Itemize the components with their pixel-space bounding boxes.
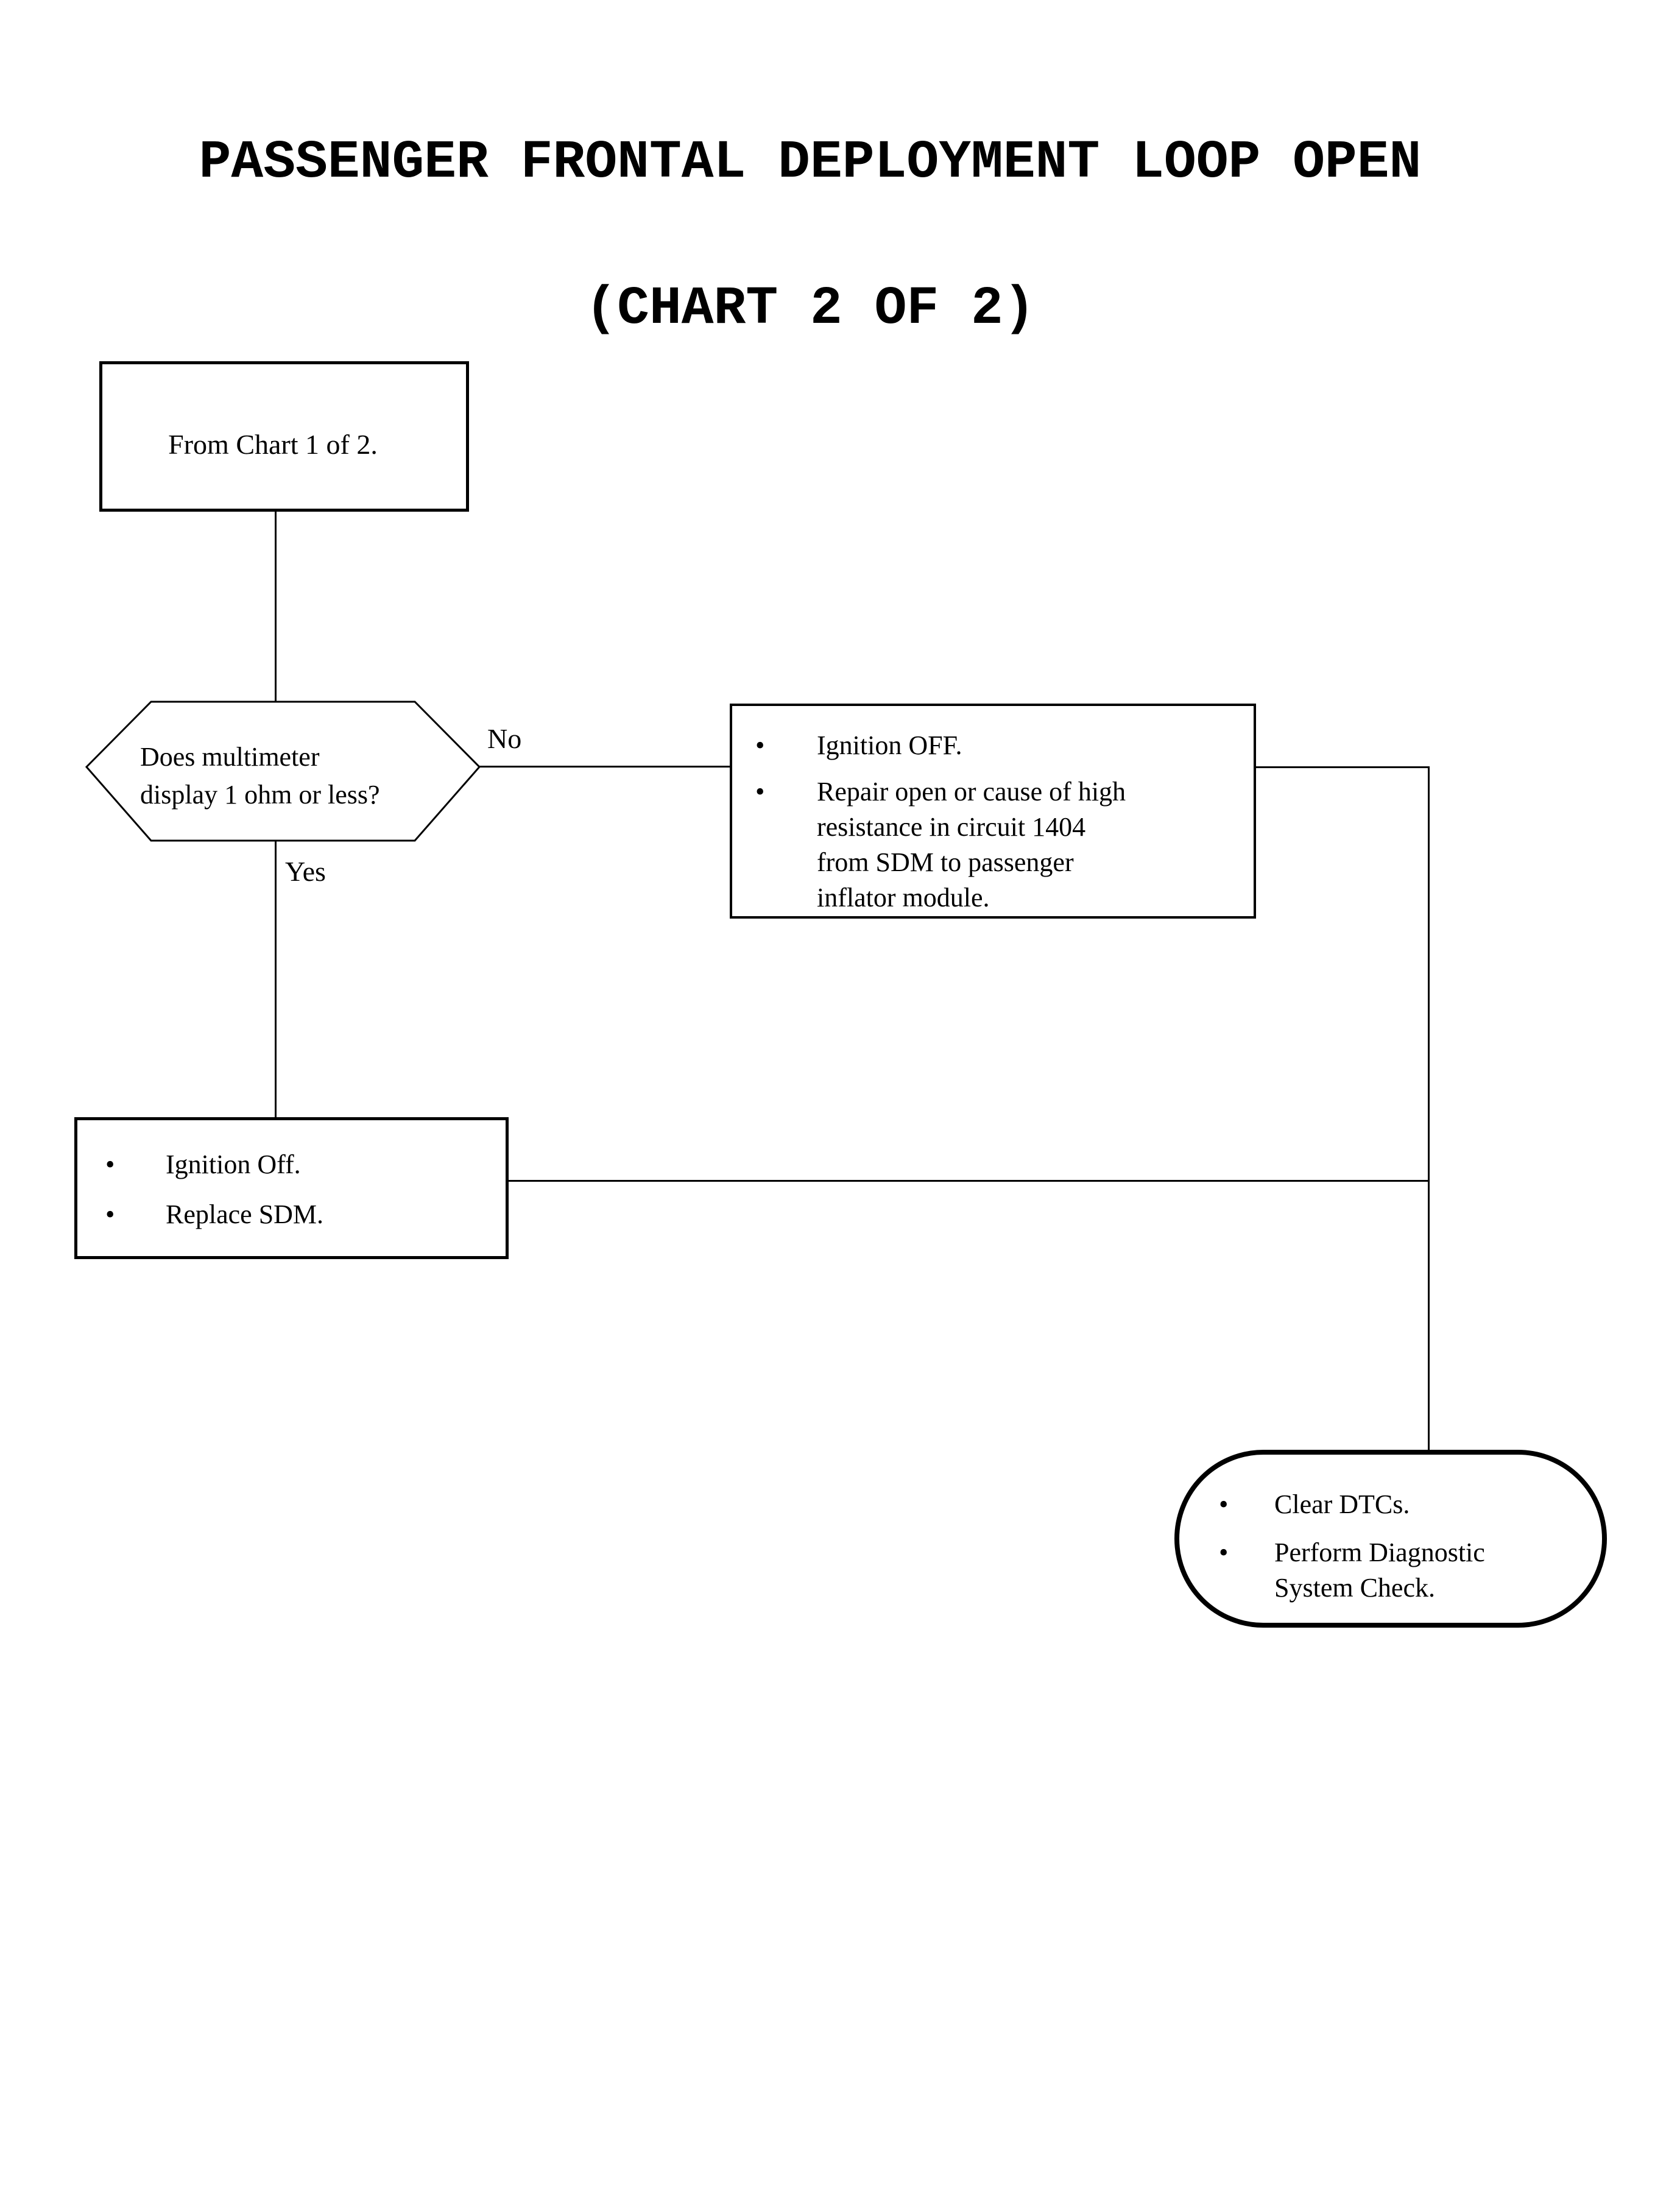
replace-item1: Ignition Off.	[166, 1149, 301, 1179]
connector-right-vertical-to-end	[1428, 766, 1430, 1450]
repair-item2-line4: inflator module.	[817, 883, 990, 913]
decision-node-line1: Does multimeter	[140, 742, 320, 772]
replace-node: • Ignition Off. • Replace SDM.	[74, 1117, 509, 1259]
hexagon-outline	[85, 701, 481, 842]
bullet-icon: •	[755, 777, 765, 807]
connector-decision-no-to-repair	[479, 766, 730, 768]
edge-label-no: No	[487, 723, 522, 754]
decision-node-line2: display 1 ohm or less?	[140, 780, 380, 810]
page-title-line2: (CHART 2 OF 2)	[585, 279, 1036, 339]
bullet-icon: •	[105, 1199, 115, 1229]
repair-item2-line1: Repair open or cause of high	[817, 777, 1126, 807]
bullet-icon: •	[755, 730, 765, 760]
end-item2-line2: System Check.	[1274, 1573, 1435, 1603]
end-node: • Clear DTCs. • Perform Diagnostic Syste…	[1174, 1450, 1607, 1628]
bullet-icon: •	[105, 1149, 115, 1179]
connector-decision-yes-to-replace	[275, 841, 277, 1117]
repair-item1: Ignition OFF.	[817, 730, 962, 760]
repair-item2-line2: resistance in circuit 1404	[817, 812, 1086, 842]
bullet-icon: •	[1219, 1489, 1229, 1519]
start-node-text: From Chart 1 of 2.	[168, 429, 378, 460]
page-title-line1: PASSENGER FRONTAL DEPLOYMENT LOOP OPEN	[199, 133, 1422, 193]
decision-node-shape	[85, 701, 481, 842]
page-title: PASSENGER FRONTAL DEPLOYMENT LOOP OPEN (…	[0, 41, 1620, 431]
edge-label-yes: Yes	[285, 856, 326, 887]
connector-start-to-decision	[275, 512, 277, 702]
end-item2-line1: Perform Diagnostic	[1274, 1537, 1485, 1567]
repair-item2-line3: from SDM to passenger	[817, 847, 1074, 877]
connector-repair-right-stub	[1256, 766, 1430, 768]
replace-item2: Replace SDM.	[166, 1199, 324, 1229]
connector-replace-to-right-vertical	[509, 1180, 1428, 1182]
bullet-icon: •	[1219, 1537, 1229, 1567]
start-node: From Chart 1 of 2.	[99, 361, 469, 512]
end-item1: Clear DTCs.	[1274, 1489, 1410, 1519]
repair-node: • Ignition OFF. • Repair open or cause o…	[730, 704, 1256, 919]
